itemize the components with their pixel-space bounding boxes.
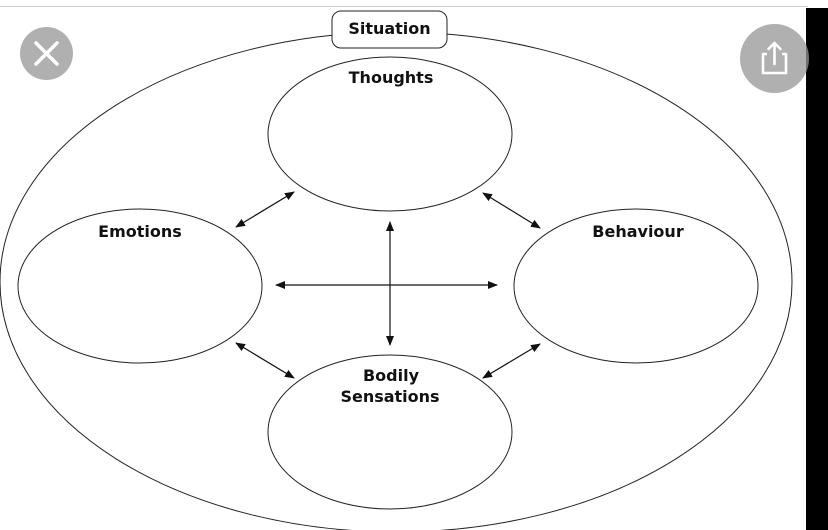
arrow-emotions-bodily xyxy=(235,342,295,379)
situation-label: Situation xyxy=(348,19,430,38)
emotions-ellipse xyxy=(17,208,263,364)
bodily-sensations-label-line2: Sensations xyxy=(340,387,439,406)
situation-ellipse xyxy=(0,31,793,530)
arrow-behaviour-bodily xyxy=(482,343,541,379)
close-icon xyxy=(34,41,59,66)
bodily-sensations-ellipse xyxy=(267,354,513,510)
emotions-label: Emotions xyxy=(98,222,182,241)
situation-box xyxy=(331,10,448,49)
thoughts-ellipse xyxy=(267,56,513,212)
bodily-sensations-label-line1: Bodily xyxy=(363,366,420,385)
close-button[interactable] xyxy=(20,27,73,80)
behaviour-ellipse xyxy=(513,208,759,364)
right-edge-bar xyxy=(806,8,828,530)
behaviour-label: Behaviour xyxy=(592,222,684,241)
share-icon xyxy=(761,41,788,75)
thoughts-label: Thoughts xyxy=(349,68,434,87)
arrow-emotions-thoughts xyxy=(235,191,295,228)
arrow-thoughts-behaviour xyxy=(482,192,541,229)
top-border xyxy=(0,6,808,7)
share-button[interactable] xyxy=(740,24,809,93)
